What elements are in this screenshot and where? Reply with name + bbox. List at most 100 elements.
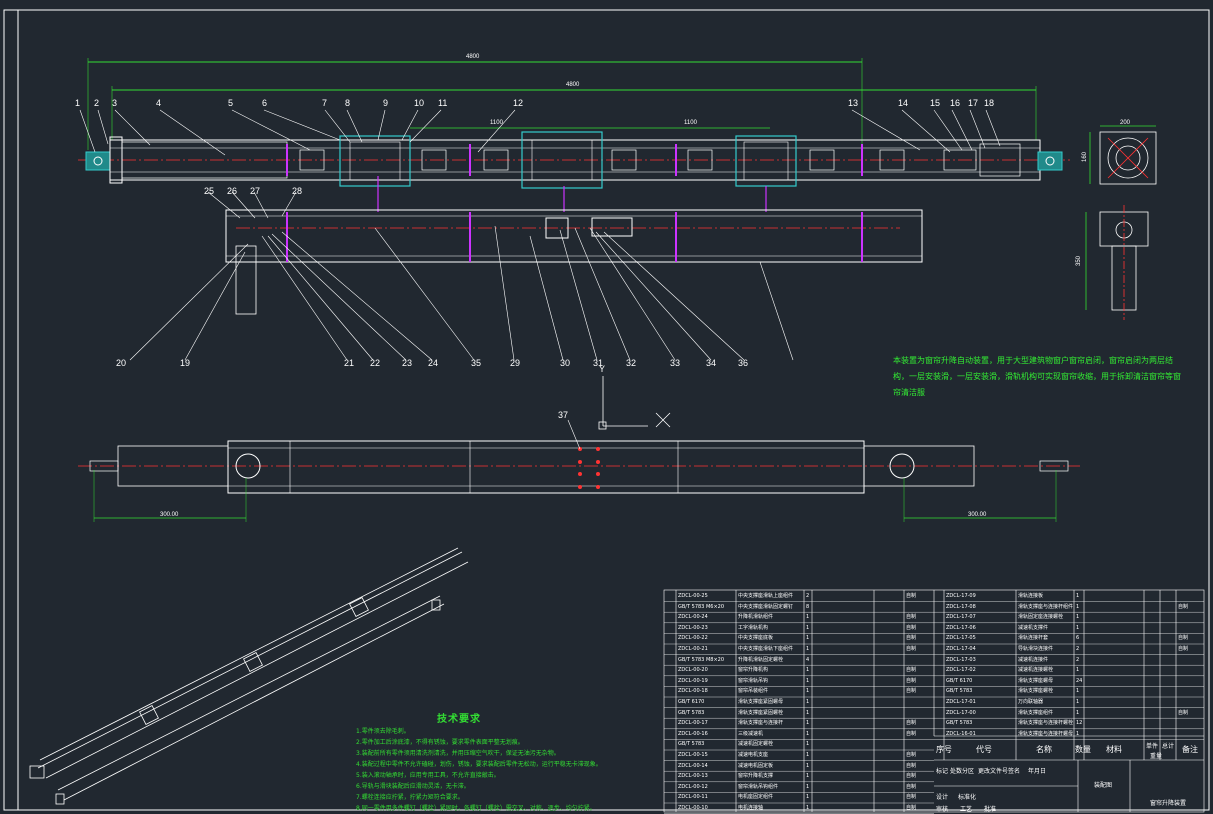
tech-note-line: 6.导轨与滑块装配后应滑动灵活，无卡滞。 <box>356 783 470 790</box>
bom-cell: 1 <box>1076 614 1080 621</box>
bom-cell: ZDCL-17-00 <box>946 709 976 716</box>
bom-row-lines <box>664 601 1204 814</box>
bom-cell: 自制 <box>906 794 917 801</box>
bom-cell: 1 <box>806 805 810 811</box>
title-block-cell: 审核 <box>936 806 949 813</box>
tech-note-line: 7.螺栓连接应拧紧，拧紧力矩符合要求。 <box>356 794 464 801</box>
bom-header-cell: 名称 <box>1036 745 1052 754</box>
bom-cell: ZDCL-00-15 <box>678 752 708 758</box>
bom-cell: 窗帘升降机支撑 <box>738 773 774 780</box>
balloon-7: 7 <box>322 98 328 108</box>
bom-cell: ZDCL-17-06 <box>946 624 976 631</box>
tech-note-line: 1.零件须去除毛刺。 <box>356 728 410 735</box>
balloon-37: 37 <box>558 410 569 420</box>
ucs-y-label: Y <box>599 364 606 374</box>
dim-plan-right: 300.00 <box>968 512 987 518</box>
tech-note-line: 8.同一零件用多件螺钉（螺栓）紧固时，各螺钉（螺栓）需交叉、对称、逐步、均匀拧紧… <box>356 805 596 812</box>
balloon-22: 22 <box>370 358 381 368</box>
title-block-cell: 标记 <box>936 768 949 775</box>
bom-cell: 滑轨支撑座与连接杆 <box>738 720 784 727</box>
dim-side-height-small: 160 <box>1082 151 1089 163</box>
bom-cell: 自制 <box>906 667 917 674</box>
balloon-9: 9 <box>383 98 389 108</box>
bom-cell: 自制 <box>906 773 917 780</box>
balloon-13: 13 <box>848 98 859 108</box>
bom-cell: ZDCL-00-22 <box>678 635 708 642</box>
company-name: 装配图 <box>1094 782 1113 789</box>
ucs-icon <box>598 376 671 430</box>
bom-cell: 1 <box>806 677 810 684</box>
balloon-8: 8 <box>345 98 351 108</box>
bom-cell: ZDCL-00-13 <box>678 773 708 780</box>
balloon-11: 11 <box>438 98 448 108</box>
bom-cell: 1 <box>1076 688 1080 695</box>
bom-cell: 自制 <box>906 624 917 631</box>
bom-cell: GB/T 5783 M8×20 <box>678 656 724 663</box>
bom-cell: 自制 <box>1178 709 1189 716</box>
bom-cell: 1 <box>1076 603 1080 610</box>
bom-cell: 自制 <box>906 614 917 621</box>
bom-cell: 滑轨支撑座与连接杆组件 <box>1018 603 1074 610</box>
balloon-36: 36 <box>738 358 749 368</box>
bom-cell: 自制 <box>906 783 917 790</box>
bom-cell: 4 <box>806 656 810 663</box>
bom-cell: 1 <box>1076 593 1080 599</box>
bom-cell: 自制 <box>906 635 917 642</box>
balloon-5: 5 <box>228 98 234 108</box>
bom-cell: 减速机连接螺栓 <box>1018 667 1054 674</box>
end-view-top <box>1089 125 1157 185</box>
bom-cell: 中央支撑座底板 <box>738 635 774 642</box>
bom-cell: 中央支撑座滑轨固定螺钉 <box>738 603 794 610</box>
bom-cell: 1 <box>806 646 810 652</box>
balloon-23: 23 <box>402 358 413 368</box>
bom-cell: 窗帘滑轨吊钩组件 <box>738 783 779 790</box>
bom-cell: ZDCL-00-10 <box>678 805 708 811</box>
bom-cell: ZDCL-17-07 <box>946 614 976 621</box>
bom-cell: ZDCL-17-01 <box>946 699 976 705</box>
title-block-cell: 标准化 <box>958 794 977 801</box>
bom-header-cell: 单件 <box>1146 743 1159 750</box>
bom-cell: 减速机连接件 <box>1018 656 1049 663</box>
bom-cell: ZDCL-00-21 <box>678 646 708 652</box>
bom-cell: 自制 <box>1178 635 1189 642</box>
bom-cell: 三级减速机 <box>738 730 764 737</box>
bom-cell: 1 <box>806 794 810 801</box>
bom-cell: ZDCL-16-01 <box>946 730 976 737</box>
balloon-15: 15 <box>930 98 941 108</box>
bom-cell: 滑轨支撑座螺栓 <box>1018 688 1054 695</box>
balloon-10: 10 <box>414 98 425 108</box>
bom-cell: 6 <box>1076 635 1080 642</box>
balloon-18: 18 <box>984 98 995 108</box>
bom-cell: ZDCL-17-09 <box>946 593 976 599</box>
bom-cell: 滑轨支撑座与连接杆螺母 <box>1018 730 1074 737</box>
bom-cell: ZDCL-00-20 <box>678 667 708 674</box>
bom-cell: ZDCL-00-11 <box>678 794 708 801</box>
tech-note-line: 4.装配过程中零件不允许磕碰，划伤，锈蚀，要求装配后零件无松动，运行平稳无卡滞现… <box>356 761 602 768</box>
title-block-cell: 年月日 <box>1028 768 1047 775</box>
bom-cell: ZDCL-17-03 <box>946 656 976 663</box>
bom-header-cell: 备注 <box>1182 745 1198 754</box>
tech-note-line: 5.装入滚动轴承时，应用专用工具，不允许直接敲击。 <box>356 772 500 779</box>
bom-cell: ZDCL-00-23 <box>678 624 708 631</box>
title-block-cell: 更改文件号 <box>978 768 1009 775</box>
bom-cell: 1 <box>806 667 810 674</box>
bom-header-cell: 数量 <box>1075 745 1091 754</box>
bom-cell: 滑轨连接杆套 <box>1018 635 1049 642</box>
balloon-2: 2 <box>94 98 100 108</box>
bom-cell: 自制 <box>906 805 917 811</box>
bom-cell: 滑轨支撑座组件 <box>1018 709 1054 716</box>
bom-cell: GB/T 5783 <box>678 709 705 716</box>
bom-cell: 2 <box>806 593 810 599</box>
bom-header-sub: 重量 <box>1150 753 1163 760</box>
bom-cell: 中央支撑座滑轨上座组件 <box>738 593 794 599</box>
bom-header-cell: 总计 <box>1162 743 1175 750</box>
tech-note-line: 2.零件加工后涂底漆，不得有锈蚀，要求零件表面平整无划痕。 <box>356 739 524 746</box>
dim-side-width: 200 <box>1120 120 1131 126</box>
bottom-view <box>78 419 1080 522</box>
bom-cell: 1 <box>1076 624 1080 631</box>
bom-cell: ZDCL-00-16 <box>678 730 708 737</box>
title-block-cell: 批准 <box>984 806 997 813</box>
balloon-21: 21 <box>344 358 355 368</box>
bom-cell: GB/T 5783 <box>678 741 705 748</box>
bom-cell: 升降机滑轨组件 <box>738 614 774 621</box>
